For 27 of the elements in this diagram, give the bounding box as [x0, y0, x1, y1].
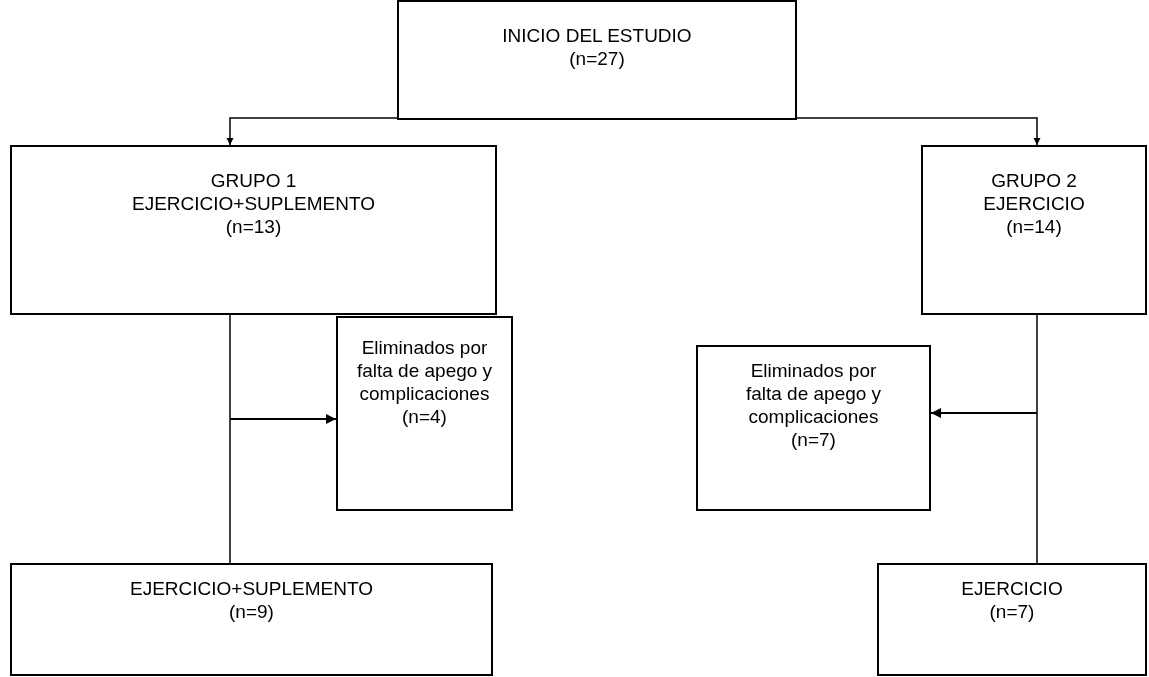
- box-text: Eliminados por falta de apego y complicaciones: [355, 336, 494, 405]
- process-box: [921, 145, 1147, 315]
- box-text: EJERCICIO: [961, 577, 1063, 600]
- box-text: (n=7): [791, 428, 836, 451]
- box-text: GRUPO 1: [210, 169, 297, 192]
- process-box: [397, 0, 797, 120]
- process-box: [10, 563, 493, 676]
- box-text: Eliminados por falta de apego y complicaciones: [744, 359, 883, 428]
- process-box: [336, 316, 513, 511]
- process-box: [696, 345, 931, 511]
- connector-arrow: [796, 117, 1041, 146]
- connector-arrow: [930, 408, 1038, 418]
- process-box: [10, 145, 497, 315]
- box-text: (n=14): [1006, 215, 1062, 238]
- connector-arrow: [229, 414, 337, 424]
- box-text: GRUPO 2: [991, 169, 1077, 192]
- process-box: [877, 563, 1147, 676]
- box-text: EJERCICIO+SUPLEMENTO: [132, 192, 375, 215]
- connector-arrow: [226, 117, 398, 146]
- box-text: EJERCICIO: [983, 192, 1085, 215]
- box-text: INICIO DEL ESTUDIO: [502, 24, 692, 47]
- box-text: (n=13): [225, 215, 282, 238]
- box-text: (n=27): [569, 47, 625, 70]
- box-text: EJERCICIO+SUPLEMENTO: [130, 577, 373, 600]
- box-text: (n=7): [989, 600, 1035, 623]
- box-text: (n=9): [229, 600, 274, 623]
- box-text: (n=4): [402, 405, 447, 428]
